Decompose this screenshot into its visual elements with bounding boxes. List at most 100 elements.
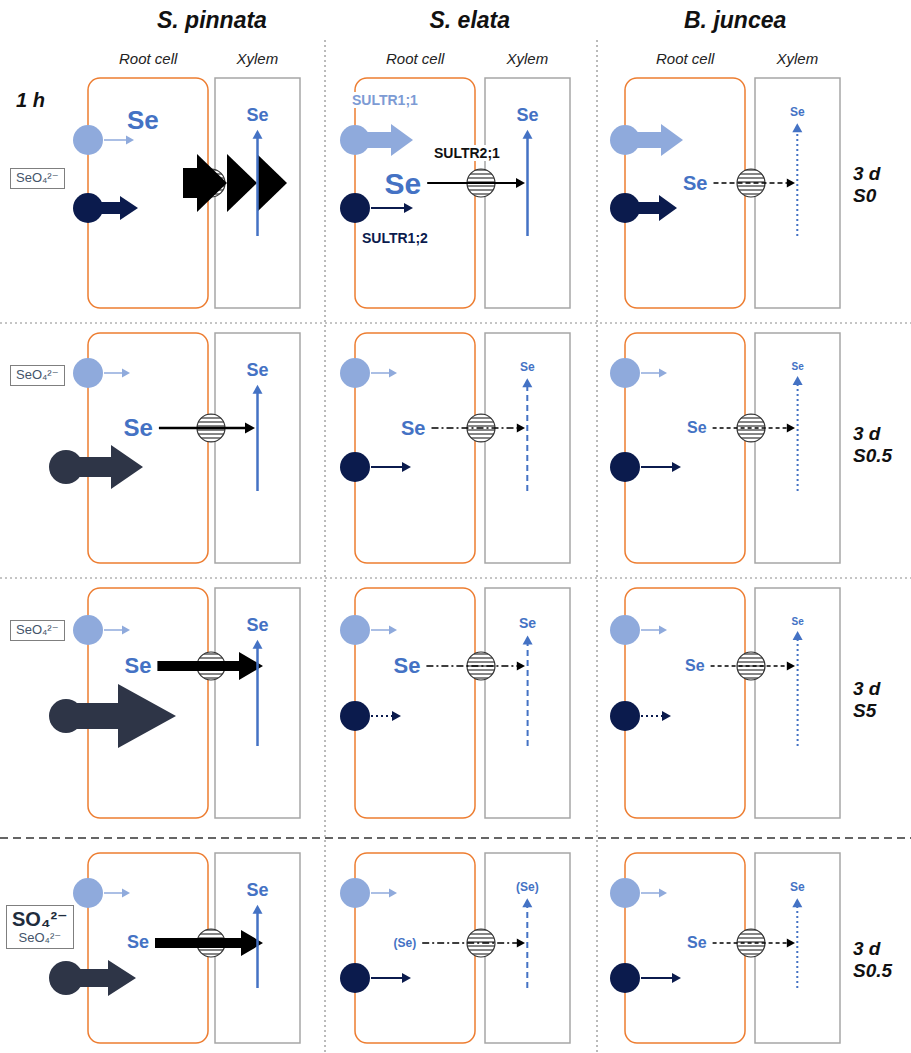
row-separator <box>0 578 911 579</box>
xylem-flow-arrow <box>526 386 528 491</box>
uptake-arrow <box>641 977 673 979</box>
uptake-arrow <box>625 195 677 221</box>
sultr1-1-transporter <box>340 615 370 645</box>
root-cell-outline <box>88 333 208 563</box>
uptake-arrows <box>58 124 683 996</box>
root-cell: Se <box>88 588 208 818</box>
xylem-box: Se <box>215 588 300 818</box>
xylem-outline <box>215 333 300 563</box>
connectors <box>155 154 795 956</box>
uptake-arrow-head <box>126 136 134 145</box>
uptake-arrow-head <box>392 711 401 721</box>
xylem-flow-arrow <box>256 648 259 746</box>
xylem-outline <box>485 78 570 308</box>
condition-label: 3 d S5 <box>853 678 901 722</box>
transporter-name: SULTR1;1 <box>350 92 420 108</box>
condition-label: 3 d S0.5 <box>853 938 901 982</box>
transport-arrow <box>155 930 263 956</box>
uptake-arrow <box>58 684 176 748</box>
xylem-flow-arrow <box>526 906 528 988</box>
xylem-outline <box>755 333 840 563</box>
xylem-box: Se <box>485 333 570 563</box>
uptake-arrow-head <box>402 462 411 472</box>
transport-arrow-line <box>713 942 788 944</box>
xylem-box: Se <box>215 333 300 563</box>
row-separator <box>0 837 911 839</box>
xylem-flow-arrow <box>797 384 799 491</box>
xylem-flow-head <box>523 130 533 139</box>
xylem-box: Se <box>755 333 840 563</box>
uptake-arrow <box>104 629 123 631</box>
row-separator <box>0 323 911 324</box>
xylem-outline <box>215 78 300 308</box>
selenium-label: (Se) <box>516 881 539 894</box>
transport-arrow <box>432 424 526 433</box>
sultr1-2-transporter <box>340 193 370 223</box>
transport-arrow-line <box>159 427 246 430</box>
anion-box: SO₄²⁻SeO₄²⁻ <box>6 905 74 949</box>
ion-label: SeO₄²⁻ <box>12 931 68 946</box>
selenium-label: Se <box>792 616 804 627</box>
uptake-arrow <box>641 466 673 468</box>
xylem-flow-head <box>253 130 263 139</box>
uptake-arrow-head <box>672 973 681 983</box>
root-cell-outline <box>355 78 475 308</box>
compartment-heading: Xylem <box>777 51 819 68</box>
sultr1-1-transporter <box>610 615 640 645</box>
sultr1-2-transporter <box>340 452 370 482</box>
xylem-flow-arrow <box>256 913 259 988</box>
selenium-label: Se <box>685 657 705 675</box>
selenium-label: Se <box>247 361 269 381</box>
xylem-flow-arrow <box>796 131 798 236</box>
selenium-label: Se <box>519 616 536 631</box>
anion-box: SeO₄²⁻ <box>10 168 65 189</box>
uptake-arrow <box>371 892 390 894</box>
xylem-outline <box>755 588 840 818</box>
xylem-outline <box>755 78 840 308</box>
sultr1-1-transporter <box>73 358 103 388</box>
uptake-arrow <box>58 960 136 996</box>
transport-arrow-head <box>227 154 257 212</box>
xylem-outline <box>755 853 840 1043</box>
transport-arrow <box>422 939 525 948</box>
xylem-flow-head <box>793 376 803 385</box>
uptake-arrow <box>104 892 123 894</box>
root-cell: (Se) <box>355 853 475 1043</box>
uptake-arrow-head <box>672 462 681 472</box>
transport-arrow <box>711 662 795 671</box>
root-cell: Se <box>355 588 475 818</box>
selenium-label: (Se) <box>394 937 417 950</box>
selenium-label: Se <box>792 361 804 372</box>
selenium-label: Se <box>520 361 535 374</box>
transport-arrow <box>713 939 795 948</box>
compartment-heading: Root cell <box>656 51 714 68</box>
transport-arrow-line <box>422 942 518 944</box>
uptake-arrow-head <box>404 203 413 213</box>
uptake-arrow-head <box>389 369 397 378</box>
ion-label: SeO₄²⁻ <box>16 171 59 186</box>
uptake-arrow-head <box>389 626 397 635</box>
sultr1-1-transporter <box>340 358 370 388</box>
anion-box: SeO₄²⁻ <box>10 620 65 641</box>
root-cell-outline <box>355 333 475 563</box>
compartment-heading: Root cell <box>119 51 177 68</box>
cell-outlines <box>88 78 840 1043</box>
root-cell: Se <box>625 853 745 1043</box>
ion-label: SeO₄²⁻ <box>16 368 59 383</box>
selenium-label: Se <box>124 415 153 441</box>
uptake-arrow <box>371 977 403 979</box>
transport-arrow-head <box>257 154 287 212</box>
uptake-arrow-head <box>122 889 130 898</box>
xylem-flow-head <box>253 640 263 649</box>
transport-arrow-line-head <box>787 424 795 433</box>
selenium-label: Se <box>790 106 805 119</box>
transport-arrow-line <box>426 665 517 667</box>
transporter-name: SULTR2;1 <box>432 145 502 161</box>
uptake-arrow <box>641 372 660 374</box>
ion-label: SeO₄²⁻ <box>16 623 59 638</box>
root-cell-outline <box>625 78 745 308</box>
transport-arrow-line-head <box>517 939 525 948</box>
compartment-heading: Root cell <box>386 51 444 68</box>
xylem-flow-arrow <box>527 643 529 746</box>
compartment-heading: Xylem <box>507 51 549 68</box>
